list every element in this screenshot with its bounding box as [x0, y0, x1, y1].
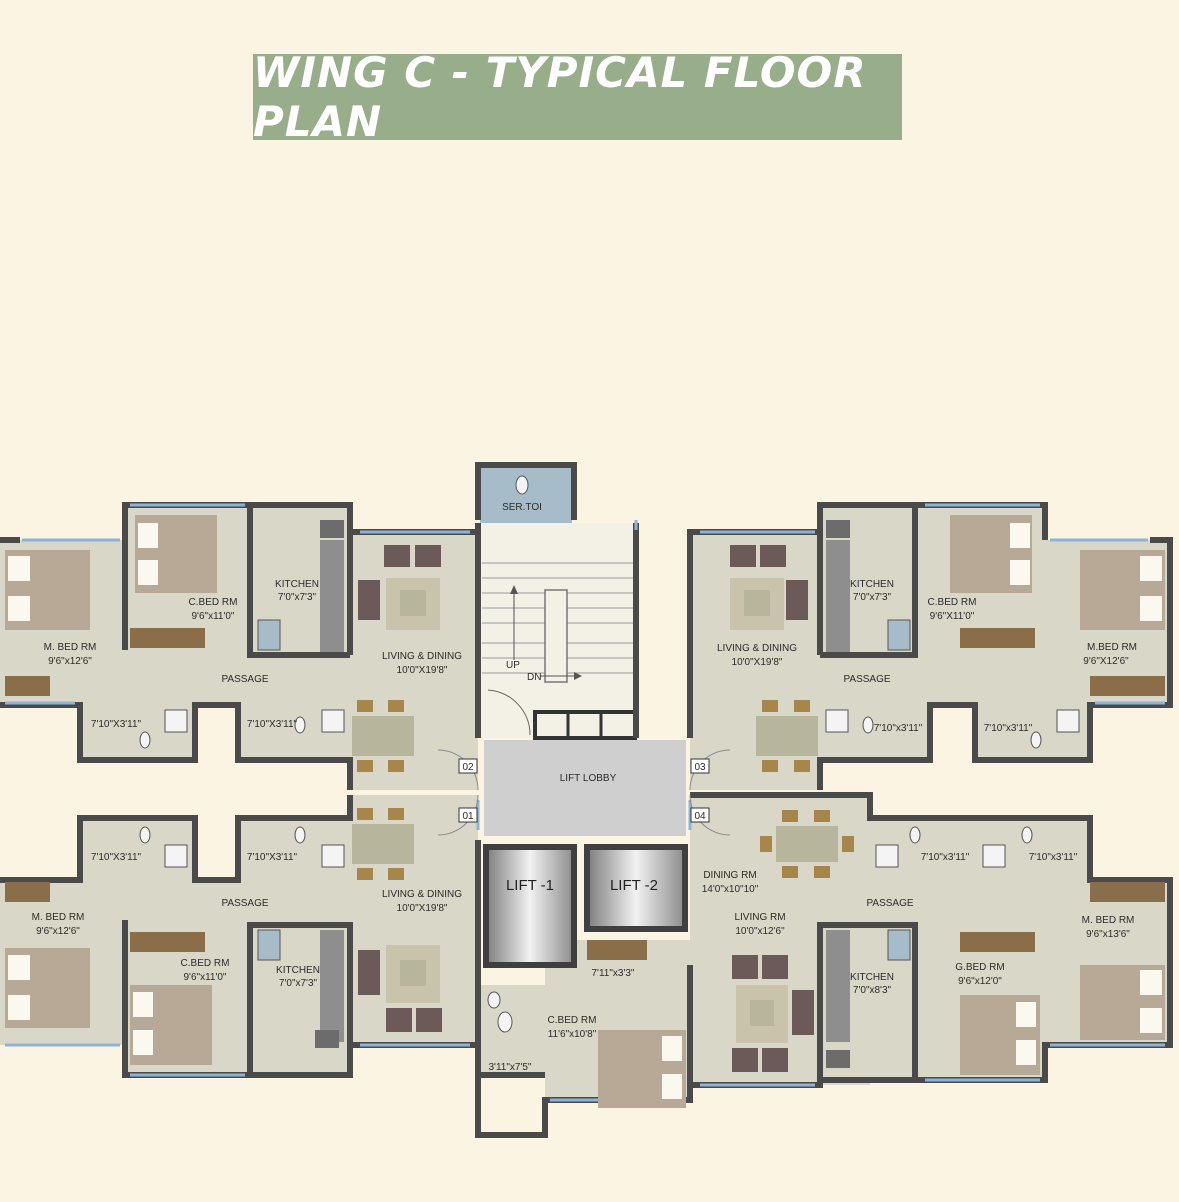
title-banner: WING C - TYPICAL FLOOR PLAN	[253, 48, 902, 146]
flat-02-toilet-1: 7'10"X3'11"	[91, 719, 142, 730]
flat-01-c-bed: C.BED RM	[181, 958, 230, 969]
lift-lobby: LIFT LOBBY	[484, 740, 686, 836]
flat-02-kitchen: KITCHEN	[275, 579, 319, 590]
service-toilet-label: SER.TOI	[502, 502, 542, 513]
flat-02-kitchen-size: 7'0"x7'3"	[278, 592, 317, 603]
flat-02-m-bed-size: 9'6"x12'6"	[48, 656, 92, 667]
flat-01-toilet-2: 7'10"X3'11"	[247, 852, 298, 863]
flat-03-m-bed-size: 9'6"X12'6"	[1083, 656, 1129, 667]
staircase: UP DN	[482, 523, 637, 740]
stair-up-label: UP	[506, 660, 520, 671]
flat-04-living-size: 10'0"x12'6"	[735, 926, 785, 937]
flat-03-kitchen: KITCHEN	[850, 579, 894, 590]
flat-03-c-bed: C.BED RM	[928, 597, 977, 608]
flat-03-m-bed: M.BED RM	[1087, 642, 1137, 653]
flat-04-c-bed: C.BED RM	[548, 1015, 597, 1026]
flat-03-kitchen-size: 7'0"x7'3"	[853, 592, 892, 603]
lift-2: LIFT -2	[584, 844, 688, 932]
dining-tables	[352, 700, 854, 880]
flat-03-toilet-1: 7'10"x3'11"	[984, 723, 1033, 734]
flat-01-living: LIVING & DINING	[382, 889, 462, 900]
sofa-sets	[358, 545, 814, 1072]
stair-down-label: DN	[527, 672, 541, 683]
flat-02-c-bed: C.BED RM	[189, 597, 238, 608]
flat-01-c-bed-size: 9'6"x11'0"	[184, 972, 227, 983]
floor-slabs	[0, 505, 1170, 1100]
windows	[5, 503, 1165, 1102]
flat-04-kitchen: KITCHEN	[850, 972, 894, 983]
flat-03-living: LIVING & DINING	[717, 643, 797, 654]
flat-01-kitchen: KITCHEN	[276, 965, 320, 976]
flat-01-m-bed-size: 9'6"x12'6"	[36, 926, 80, 937]
flat-02-c-bed-size: 9'6"x11'0"	[192, 611, 235, 622]
flat-01-passage: PASSAGE	[221, 898, 268, 909]
flat-02-labels: M. BED RM 9'6"x12'6" C.BED RM 9'6"x11'0"…	[44, 579, 463, 730]
toilet-fixtures	[139, 709, 1080, 1033]
flat-04-g-bed: G.BED RM	[955, 962, 1004, 973]
flat-03-toilet-2: 7'10"x3'11"	[874, 723, 923, 734]
flat-number-01: 01	[462, 811, 474, 822]
flat-03-living-size: 10'0"X19'8"	[732, 657, 783, 668]
flat-04-labels: DINING RM 14'0"x10"10" LIVING RM 10'0"x1…	[489, 852, 1135, 1073]
flat-04-m-bed: M. BED RM	[1082, 915, 1135, 926]
flat-01-m-bed: M. BED RM	[32, 912, 85, 923]
flat-04-dining-size: 14'0"x10"10"	[702, 884, 759, 895]
service-toilet	[480, 465, 572, 523]
flat-02-toilet-2: 7'10"X3'11"	[247, 719, 298, 730]
flat-02-living-size: 10'0"X19'8"	[397, 665, 448, 676]
page-title: WING C - TYPICAL FLOOR PLAN	[253, 48, 867, 146]
flat-01-toilet-1: 7'10"X3'11"	[91, 852, 142, 863]
flat-04-toilet-1: 7'10"x3'11"	[921, 852, 970, 863]
wardrobes	[5, 628, 1165, 960]
flat-04-dining: DINING RM	[703, 870, 756, 881]
flat-04-toilet-4: 3'11"x7'5"	[489, 1062, 532, 1073]
flat-number-03: 03	[694, 762, 706, 773]
flat-04-passage: PASSAGE	[866, 898, 913, 909]
flat-03-labels: M.BED RM 9'6"X12'6" C.BED RM 9'6"X11'0" …	[717, 579, 1137, 734]
kitchen-counters	[257, 520, 911, 1068]
flat-04-c-bed-size: 11'6"x10'8"	[548, 1029, 597, 1040]
flat-number-04: 04	[694, 811, 706, 822]
beds	[5, 515, 1165, 1108]
flat-02-living: LIVING & DINING	[382, 651, 462, 662]
flat-04-kitchen-size: 7'0"x8'3"	[853, 985, 892, 996]
flat-03-c-bed-size: 9'6"X11'0"	[930, 611, 975, 622]
flat-04-g-bed-size: 9'6"x12'0"	[958, 976, 1002, 987]
flat-04-m-bed-size: 9'6"x13'6"	[1086, 929, 1130, 940]
lift-1: LIFT -1	[483, 844, 577, 968]
lift-lobby-label: LIFT LOBBY	[560, 773, 617, 784]
lift-2-label: LIFT -2	[610, 877, 658, 894]
flat-04-living: LIVING RM	[734, 912, 785, 923]
flat-number-tags: 02 03 01 04	[437, 749, 731, 836]
walls	[0, 462, 1173, 1138]
flat-02-m-bed: M. BED RM	[44, 642, 97, 653]
flat-01-labels: M. BED RM 9'6"x12'6" C.BED RM 9'6"x11'0"…	[32, 852, 463, 989]
flat-01-living-size: 10'0"X19'8"	[397, 903, 448, 914]
flat-04-toilet-3: 7'11"x3'3"	[592, 968, 635, 979]
lift-1-label: LIFT -1	[506, 877, 554, 894]
flat-01-kitchen-size: 7'0"x7'3"	[279, 978, 318, 989]
flat-number-02: 02	[462, 762, 474, 773]
flat-04-toilet-2: 7'10"x3'11"	[1029, 852, 1078, 863]
flat-03-passage: PASSAGE	[843, 674, 890, 685]
flat-02-passage: PASSAGE	[221, 674, 268, 685]
